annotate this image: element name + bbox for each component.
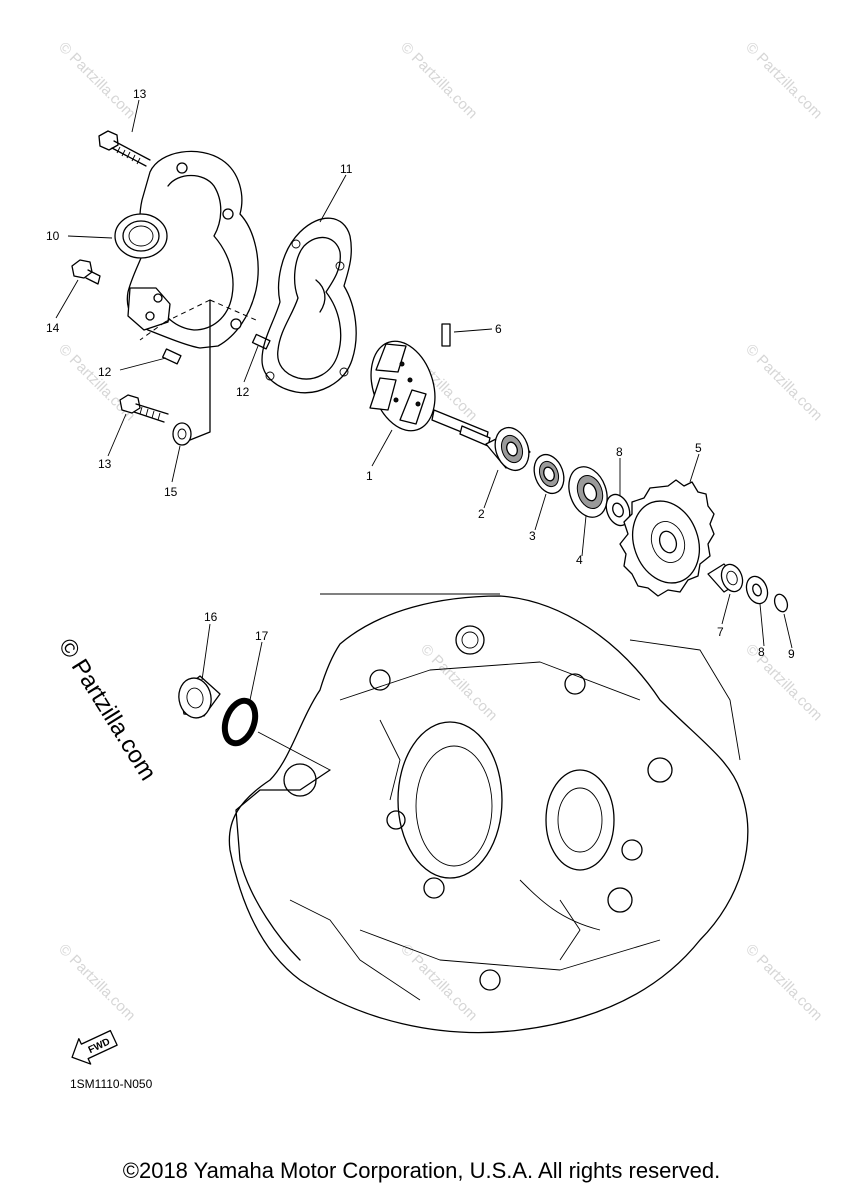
callout-5: 5 [695, 441, 702, 455]
drawing-code: 1SM1110-N050 [70, 1077, 153, 1091]
callout-6: 6 [495, 322, 502, 336]
bearing-2 [485, 426, 531, 472]
callout-2: 2 [478, 507, 485, 521]
watermark: © Partzilla.com [55, 39, 138, 122]
impeller-shaft-1 [369, 340, 491, 447]
callout-8-lower: 8 [758, 645, 765, 659]
bearing-4 [568, 466, 608, 518]
callout-9: 9 [788, 647, 795, 661]
copyright-notice: ©2018 Yamaha Motor Corporation, U.S.A. A… [122, 1158, 721, 1183]
bolt-13-lower [119, 394, 169, 423]
o-ring-17 [221, 697, 331, 771]
bolt-13-upper [98, 130, 151, 167]
callout-12-left: 12 [98, 365, 112, 379]
dowel-pin-12-left [161, 348, 182, 365]
watermark: © Partzilla.com [397, 941, 480, 1024]
collar-16 [178, 675, 221, 719]
gasket-11 [261, 217, 357, 394]
washer-15 [172, 422, 192, 446]
callout-15: 15 [164, 485, 178, 499]
watermark: © Partzilla.com [417, 641, 500, 724]
dowel-pin-12-right [251, 333, 271, 350]
drive-gear-5 [619, 479, 715, 597]
oil-seal-3 [533, 453, 565, 495]
watermark: © Partzilla.com [742, 341, 825, 424]
callout-4: 4 [576, 553, 583, 567]
callout-1: 1 [366, 469, 373, 483]
callout-3: 3 [529, 529, 536, 543]
callout-17: 17 [255, 629, 269, 643]
watermark: © Partzilla.com [742, 941, 825, 1024]
callout-7: 7 [717, 625, 724, 639]
crankcase [228, 593, 749, 1034]
bolt-14 [71, 259, 101, 285]
side-watermark: © Partzilla.com [53, 634, 162, 785]
washer-8-lower [745, 575, 769, 605]
collar-7 [707, 563, 744, 593]
pump-cover-10 [114, 150, 259, 441]
pin-6 [441, 323, 451, 347]
callout-12-right: 12 [236, 385, 250, 399]
callout-13-upper: 13 [133, 87, 147, 101]
watermark: © Partzilla.com [397, 39, 480, 122]
callout-14: 14 [46, 321, 60, 335]
washer-8-upper [605, 493, 631, 527]
callout-16: 16 [204, 610, 218, 624]
callout-8-upper: 8 [616, 445, 623, 459]
watermark: © Partzilla.com [742, 641, 825, 724]
leader-lines [55, 99, 793, 701]
callout-11: 11 [340, 162, 353, 176]
circlip-9 [773, 593, 789, 613]
callouts: 13 11 10 14 12 12 13 15 6 1 2 3 4 8 5 7 … [46, 87, 795, 661]
fwd-arrow: FWD [71, 1029, 118, 1065]
watermark: © Partzilla.com [742, 39, 825, 122]
watermark: © Partzilla.com [55, 941, 138, 1024]
callout-13-lower: 13 [98, 457, 112, 471]
callout-10: 10 [46, 229, 60, 243]
